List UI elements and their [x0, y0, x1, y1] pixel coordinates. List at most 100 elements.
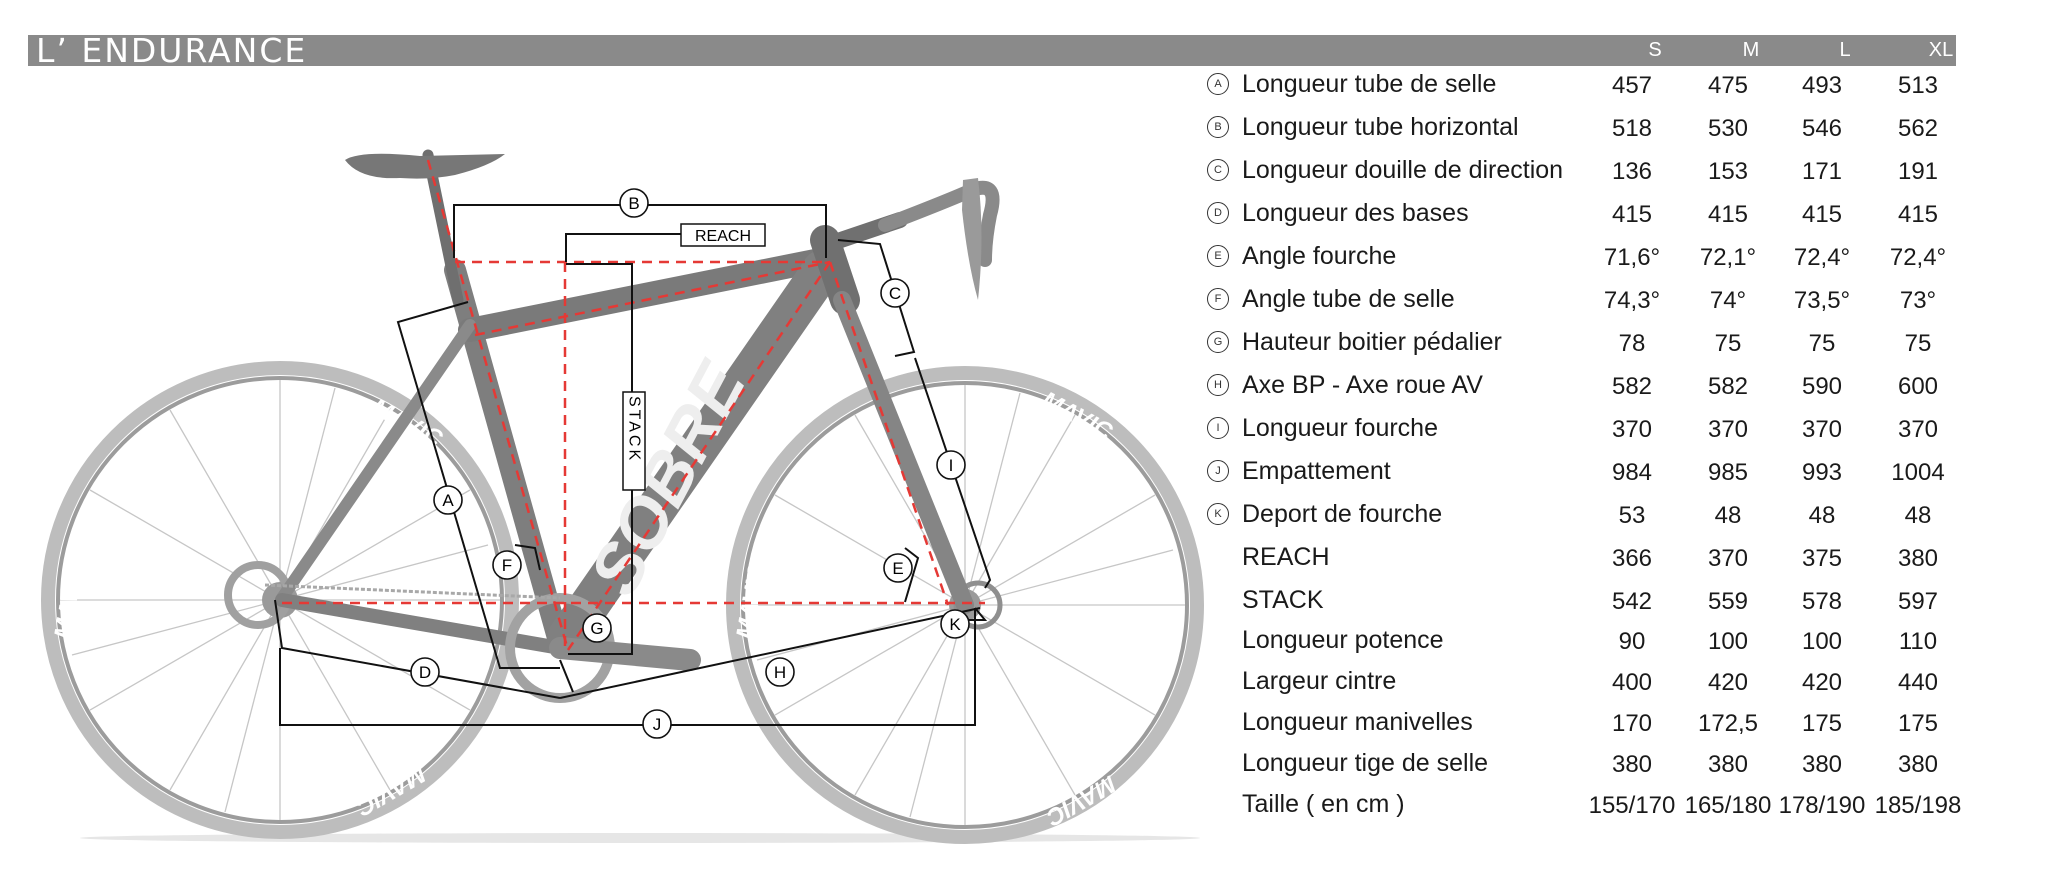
- table-row-h: H Axe BP - Axe roue AV 582 582 590 600: [1204, 364, 1984, 404]
- badge-k: [940, 609, 970, 639]
- row-label: Axe BP - Axe roue AV: [1242, 371, 1483, 399]
- row-label: Longueur manivelles: [1242, 708, 1473, 736]
- cell-m: 475: [1707, 72, 1749, 99]
- cell-l: 171: [1801, 158, 1843, 185]
- cell-m: 72,1°: [1699, 244, 1757, 271]
- size-header-l: L: [1839, 39, 1851, 61]
- table-row-reach: REACH 366 370 375 380: [1204, 536, 1984, 576]
- cell-m: 380: [1707, 751, 1749, 778]
- cell-s: 380: [1611, 751, 1653, 778]
- badge-k-text: K: [949, 615, 961, 634]
- page-title: L’ ENDURANCE: [36, 31, 308, 70]
- cell-m: 582: [1707, 373, 1749, 400]
- table-row-d: D Longueur des bases 415 415 415 415: [1204, 192, 1984, 232]
- cell-l: 546: [1801, 115, 1843, 142]
- size-header-xl: XL: [1928, 39, 1954, 61]
- row-label: Longueur tube de selle: [1242, 70, 1497, 98]
- bike-geometry-diagram: MAVIC MAVIC MAVIC MAVIC MAVIC MAVIC: [41, 149, 1204, 844]
- cell-xl: 1004: [1891, 459, 1945, 486]
- badge-a: [433, 485, 463, 515]
- badge-j-text: J: [653, 715, 662, 734]
- brake-lever: [962, 178, 982, 300]
- badge-b: [619, 188, 649, 218]
- badge-f: [492, 550, 522, 580]
- centerline-dashes: [282, 159, 985, 651]
- cell-s: 984: [1611, 459, 1653, 486]
- cell-xl: 600: [1897, 373, 1939, 400]
- cell-s: 518: [1611, 115, 1653, 142]
- table-row-i: I Longueur fourche 370 370 370 370: [1204, 407, 1984, 447]
- cell-m: 153: [1707, 158, 1749, 185]
- reach-box: [680, 223, 766, 247]
- cell-m: 48: [1714, 502, 1742, 529]
- row-badge-g: G: [1207, 331, 1229, 353]
- cell-l: 578: [1801, 588, 1843, 615]
- cell-s: 370: [1611, 416, 1653, 443]
- cell-l: 370: [1801, 416, 1843, 443]
- cell-xl: 440: [1897, 669, 1939, 696]
- cell-s: 74,3°: [1603, 287, 1661, 314]
- row-label: Angle fourche: [1242, 242, 1397, 270]
- row-badge-f: F: [1207, 288, 1229, 310]
- stack-label: STACK: [626, 396, 643, 463]
- cell-s: 78: [1618, 330, 1646, 357]
- badge-a-text: A: [442, 491, 454, 510]
- badge-j: [642, 709, 672, 739]
- cell-l: 175: [1801, 710, 1843, 737]
- badge-h-text: H: [774, 663, 786, 682]
- row-badge-c: C: [1207, 159, 1229, 181]
- cell-s: 71,6°: [1603, 244, 1661, 271]
- table-row-cintre: Largeur cintre 400 420 420 440: [1204, 660, 1984, 700]
- row-label: Longueur des bases: [1242, 199, 1469, 227]
- cell-l: 375: [1801, 545, 1843, 572]
- cell-xl: 380: [1897, 545, 1939, 572]
- table-row-g: G Hauteur boitier pédalier 78 75 75 75: [1204, 321, 1984, 361]
- badge-i-text: I: [949, 456, 954, 475]
- cell-l: 100: [1801, 628, 1843, 655]
- front-tire-brand-bottom: MAVIC: [1041, 770, 1121, 831]
- row-badge-b: B: [1207, 116, 1229, 138]
- row-label: Longueur tube horizontal: [1242, 113, 1519, 141]
- row-label: STACK: [1242, 586, 1324, 614]
- badge-c: [880, 278, 910, 308]
- table-row-tige: Longueur tige de selle 380 380 380 380: [1204, 742, 1984, 782]
- badge-f-text: F: [502, 556, 512, 575]
- cell-xl: 73°: [1899, 287, 1937, 314]
- table-row-j: J Empattement 984 985 993 1004: [1204, 450, 1984, 490]
- cell-xl: 191: [1897, 158, 1939, 185]
- cell-xl: 415: [1897, 201, 1939, 228]
- cell-m: 165/180: [1684, 792, 1772, 819]
- cell-xl: 513: [1897, 72, 1939, 99]
- cell-l: 48: [1808, 502, 1836, 529]
- cell-s: 53: [1618, 502, 1646, 529]
- row-label: REACH: [1242, 543, 1330, 571]
- cell-l: 493: [1801, 72, 1843, 99]
- cell-m: 74°: [1709, 287, 1747, 314]
- cell-s: 136: [1611, 158, 1653, 185]
- badge-g-text: G: [590, 619, 603, 638]
- row-label: Angle tube de selle: [1242, 285, 1455, 313]
- row-label: Hauteur boitier pédalier: [1242, 328, 1502, 356]
- row-badge-j: J: [1207, 460, 1229, 482]
- cell-xl: 562: [1897, 115, 1939, 142]
- cell-s: 582: [1611, 373, 1653, 400]
- table-row-a: A Longueur tube de selle 457 475 493 513: [1204, 63, 1984, 103]
- cell-m: 370: [1707, 545, 1749, 572]
- cell-m: 530: [1707, 115, 1749, 142]
- table-row-e: E Angle fourche 71,6° 72,1° 72,4° 72,4°: [1204, 235, 1984, 275]
- badge-g: [582, 613, 612, 643]
- row-badge-a: A: [1207, 73, 1229, 95]
- rear-tire-brand-bottom: MAVIC: [351, 760, 431, 821]
- cell-xl: 110: [1898, 628, 1938, 655]
- table-row-taille: Taille ( en cm ) 155/170 165/180 178/190…: [1204, 783, 1984, 823]
- badge-d: [410, 657, 440, 687]
- cell-s: 366: [1611, 545, 1653, 572]
- row-label: Longueur potence: [1242, 626, 1444, 654]
- table-row-manivelles: Longueur manivelles 170 172,5 175 175: [1204, 701, 1984, 741]
- badge-b-text: B: [628, 194, 639, 213]
- row-label: Empattement: [1242, 457, 1391, 485]
- cell-s: 155/170: [1588, 792, 1676, 819]
- cell-xl: 75: [1904, 330, 1932, 357]
- stack-box: [622, 391, 646, 491]
- cell-l: 75: [1808, 330, 1836, 357]
